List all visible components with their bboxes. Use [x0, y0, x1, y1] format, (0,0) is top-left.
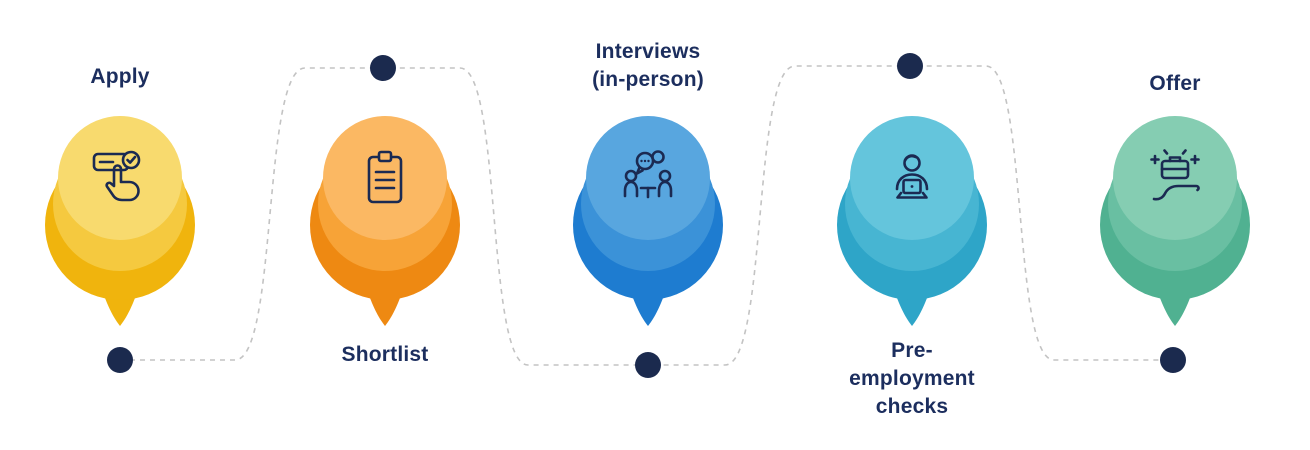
connector-dot [107, 347, 133, 373]
connector-dot [635, 352, 661, 378]
connector-dot [897, 53, 923, 79]
connector-dot [370, 55, 396, 81]
dashed-flow-line [120, 65, 1173, 366]
connector-dot [1160, 347, 1186, 373]
